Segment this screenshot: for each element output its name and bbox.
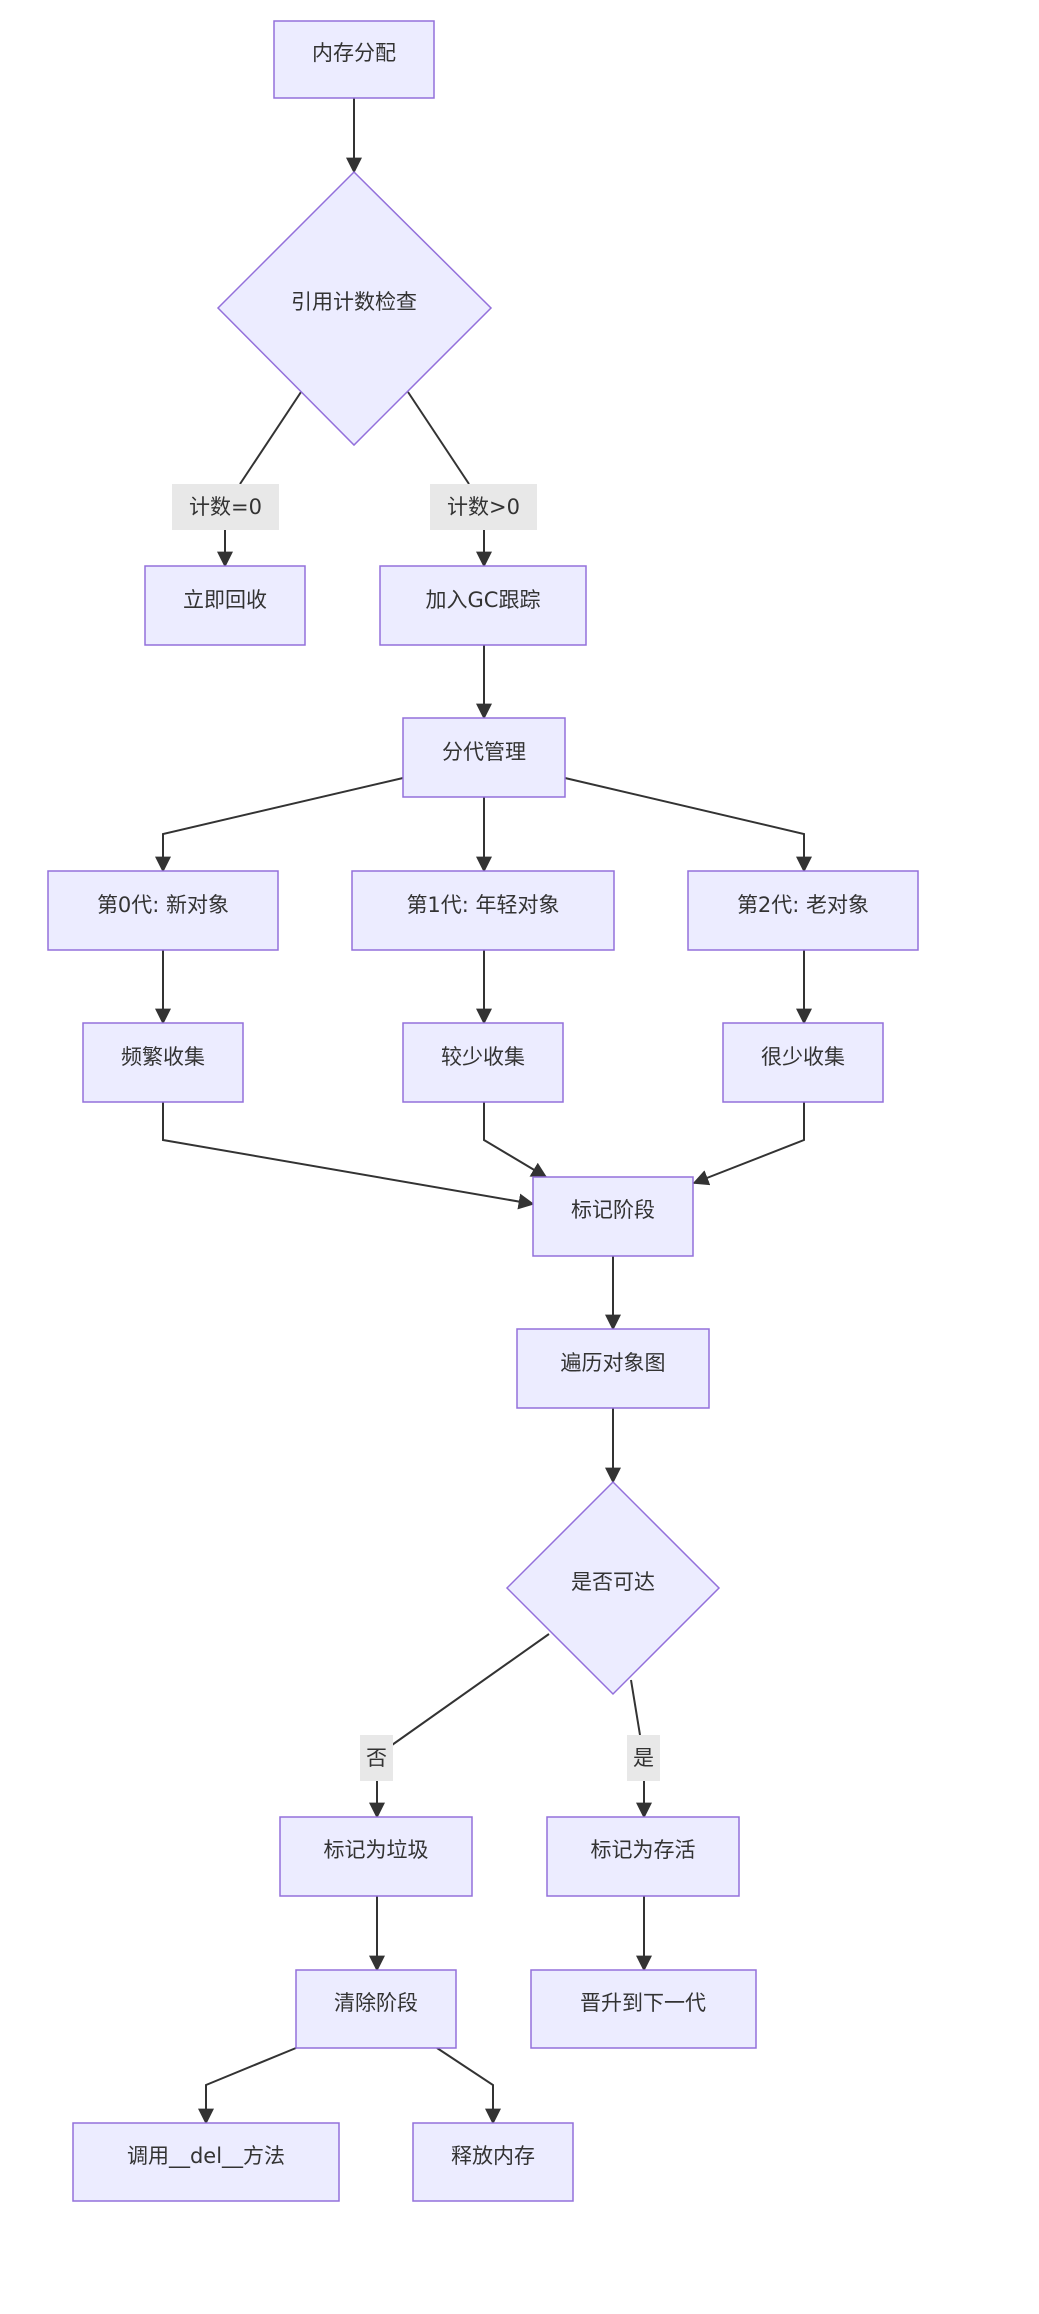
svg-text:很少收集: 很少收集 [761,1045,845,1069]
node-less-collection: 较少收集 [402,1022,564,1103]
svg-text:分代管理: 分代管理 [442,740,526,764]
node-call-del-method: 调用__del__方法 [72,2122,340,2202]
svg-text:第2代: 老对象: 第2代: 老对象 [737,893,869,917]
node-memory-allocation: 内存分配 [273,20,435,99]
svg-text:计数=0: 计数=0 [189,495,262,519]
edge-gen-to-gen2 [564,777,812,873]
svg-text:频繁收集: 频繁收集 [121,1045,205,1069]
edge-reach-to-yes-label [630,1679,641,1736]
svg-text:标记阶段: 标记阶段 [571,1198,655,1222]
node-generational-management: 分代管理 [402,717,566,798]
svg-text:释放内存: 释放内存 [451,2144,535,2168]
node-frequent-collection: 频繁收集 [82,1022,244,1103]
node-free-memory: 释放内存 [412,2122,574,2202]
edge-sweep-to-free [436,2047,501,2125]
svg-text:清除阶段: 清除阶段 [334,1991,418,2015]
svg-text:内存分配: 内存分配 [312,41,396,65]
node-mark-as-alive: 标记为存活 [546,1816,740,1897]
edge-sweep-to-del [198,2047,297,2125]
svg-text:加入GC跟踪: 加入GC跟踪 [426,588,541,612]
edge-label-count-positive: 计数>0 [430,484,537,530]
svg-text:引用计数检查: 引用计数检查 [291,290,417,314]
node-mark-as-garbage: 标记为垃圾 [279,1816,473,1897]
edge-gen-to-gen0 [155,777,404,873]
svg-text:较少收集: 较少收集 [441,1045,525,1069]
svg-text:调用__del__方法: 调用__del__方法 [127,2144,285,2169]
svg-text:遍历对象图: 遍历对象图 [561,1351,666,1375]
svg-text:立即回收: 立即回收 [183,588,267,612]
svg-text:第1代: 年轻对象: 第1代: 年轻对象 [406,893,559,917]
svg-text:是否可达: 是否可达 [571,1570,655,1594]
svg-text:计数>0: 计数>0 [447,495,520,519]
decision-refcount-check: 引用计数检查 [216,170,493,447]
edge-frequent-to-mark [162,1102,535,1210]
svg-text:晋升到下一代: 晋升到下一代 [580,1991,706,2015]
edge-less-to-mark [483,1102,548,1178]
node-generation-2: 第2代: 老对象 [687,870,919,951]
svg-text:否: 否 [366,1746,387,1770]
edge-label-yes: 是 [627,1735,660,1781]
svg-text:标记为存活: 标记为存活 [591,1838,696,1862]
edge-reach-to-no-label [391,1633,550,1746]
node-rare-collection: 很少收集 [722,1022,884,1103]
decision-reachable: 是否可达 [505,1480,721,1696]
node-generation-1: 第1代: 年轻对象 [351,870,615,951]
svg-text:第0代: 新对象: 第0代: 新对象 [97,893,229,917]
svg-text:是: 是 [633,1746,654,1770]
node-generation-0: 第0代: 新对象 [47,870,279,951]
edge-rare-to-mark [692,1102,805,1186]
node-mark-phase: 标记阶段 [532,1176,694,1257]
edge-label-no: 否 [360,1735,393,1781]
edge-check-to-pos-label [407,391,470,485]
node-immediate-reclaim: 立即回收 [144,565,306,646]
node-traverse-object-graph: 遍历对象图 [516,1328,710,1409]
edge-label-count-zero: 计数=0 [172,484,279,530]
edge-check-to-zero-label [239,391,302,485]
node-sweep-phase: 清除阶段 [295,1969,457,2049]
node-add-gc-tracking: 加入GC跟踪 [379,565,587,646]
node-promote-next-generation: 晋升到下一代 [530,1969,757,2049]
svg-text:标记为垃圾: 标记为垃圾 [324,1838,429,1862]
